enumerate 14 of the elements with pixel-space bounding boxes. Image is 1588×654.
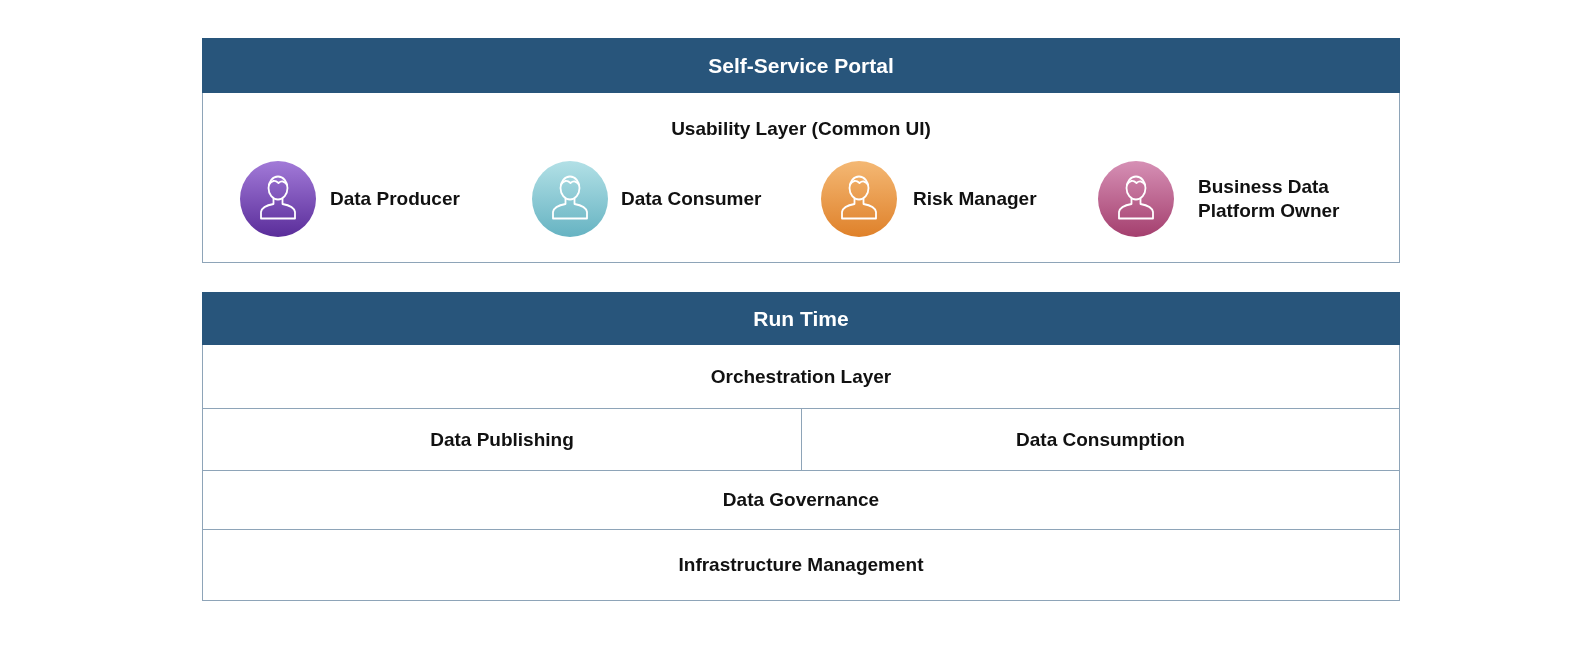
role-label: Data Producer bbox=[330, 187, 461, 211]
role-label: Business Data Platform Owner bbox=[1198, 175, 1341, 223]
panel-header: Self-Service Portal bbox=[202, 38, 1400, 93]
panel-header: Run Time bbox=[202, 292, 1400, 345]
layer-row: Data Consumption bbox=[801, 408, 1399, 470]
person-icon bbox=[1098, 161, 1174, 237]
person-icon bbox=[240, 161, 316, 237]
role-label: Risk Manager bbox=[913, 187, 1038, 211]
person-icon bbox=[532, 161, 608, 237]
layer-title: Usability Layer (Common UI) bbox=[670, 117, 932, 141]
role-label: Data Consumer bbox=[621, 187, 763, 211]
section-panel bbox=[202, 292, 1400, 601]
person-icon bbox=[821, 161, 897, 237]
section-panel bbox=[202, 38, 1400, 263]
